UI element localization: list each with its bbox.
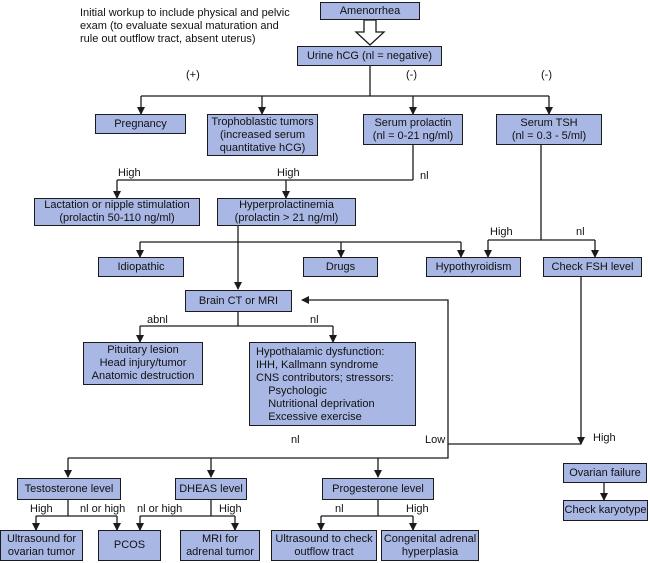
node-dheas: DHEAS level: [175, 478, 247, 500]
node-serum-tsh: Serum TSH (nl = 0.3 - 5/ml): [496, 114, 602, 145]
node-outflow-ultrasound: Ultrasound to check outflow tract: [271, 530, 377, 561]
node-lactation: Lactation or nipple stimulation (prolact…: [34, 198, 200, 226]
node-adrenal-tumor-mri: MRI for adrenal tumor: [180, 530, 260, 561]
label-nl-or-high-testosterone: nl or high: [80, 503, 126, 515]
node-amenorrhea: Amenorrhea: [320, 2, 420, 20]
label-high-progesterone: High: [406, 503, 429, 515]
node-progesterone: Progesterone level: [322, 478, 434, 500]
label-nl-or-high-dheas: nl or high: [137, 503, 183, 515]
node-pregnancy: Pregnancy: [95, 114, 186, 134]
node-check-karyotype: Check karyotype: [563, 500, 648, 521]
node-hypothyroidism: Hypothyroidism: [426, 257, 521, 277]
node-trophoblastic-tumors: Trophoblastic tumors (increased serum qu…: [207, 114, 318, 156]
node-hypothalamic-dysfunction: Hypothalamic dysfunction: IHH, Kallmann …: [249, 342, 416, 426]
label-nl-brain: nl: [310, 314, 319, 326]
connector-fsh-low: [301, 296, 581, 445]
node-serum-prolactin: Serum prolactin (nl = 0-21 ng/ml): [363, 114, 463, 145]
node-testosterone: Testosterone level: [17, 478, 121, 500]
label-nl-prolactin: nl: [420, 170, 429, 182]
label-high-lactation: High: [118, 167, 141, 179]
node-ovarian-tumor-ultrasound: Ultrasound for ovarian tumor: [0, 530, 83, 561]
label-hcg-negative-right: (-): [541, 69, 552, 81]
node-congenital-adrenal-hyperplasia: Congenital adrenal hyperplasia: [381, 530, 479, 561]
node-idiopathic: Idiopathic: [98, 257, 184, 277]
label-nl-fsh: nl: [291, 434, 300, 446]
node-drugs: Drugs: [303, 257, 378, 277]
label-nl-progesterone: nl: [335, 503, 344, 515]
label-hcg-negative-mid: (-): [406, 69, 417, 81]
node-pituitary-lesion: Pituitary lesion Head injury/tumor Anato…: [83, 342, 203, 385]
node-urine-hcg: Urine hCG (nl = negative): [297, 46, 442, 66]
label-high-hyperprolactinemia: High: [277, 167, 300, 179]
label-abnl: abnl: [147, 314, 168, 326]
workup-note: Initial workup to include physical and p…: [80, 7, 290, 45]
hollow-arrow: [354, 19, 386, 46]
node-check-fsh: Check FSH level: [543, 257, 642, 277]
label-nl-tsh: nl: [576, 226, 585, 238]
label-low-fsh: Low: [425, 434, 446, 446]
node-pcos: PCOS: [98, 530, 161, 561]
node-hyperprolactinemia: Hyperprolactinemia (prolactin > 21 ng/ml…: [217, 198, 356, 226]
label-high-fsh: High: [593, 432, 616, 444]
label-high-testosterone: High: [30, 503, 53, 515]
label-high-dheas: High: [219, 503, 242, 515]
connector-nl-bus: [68, 444, 449, 459]
node-ovarian-failure: Ovarian failure: [563, 463, 647, 483]
label-hcg-positive: (+): [186, 69, 200, 81]
label-high-tsh: High: [490, 226, 513, 238]
node-brain-ct: Brain CT or MRI: [185, 290, 292, 312]
